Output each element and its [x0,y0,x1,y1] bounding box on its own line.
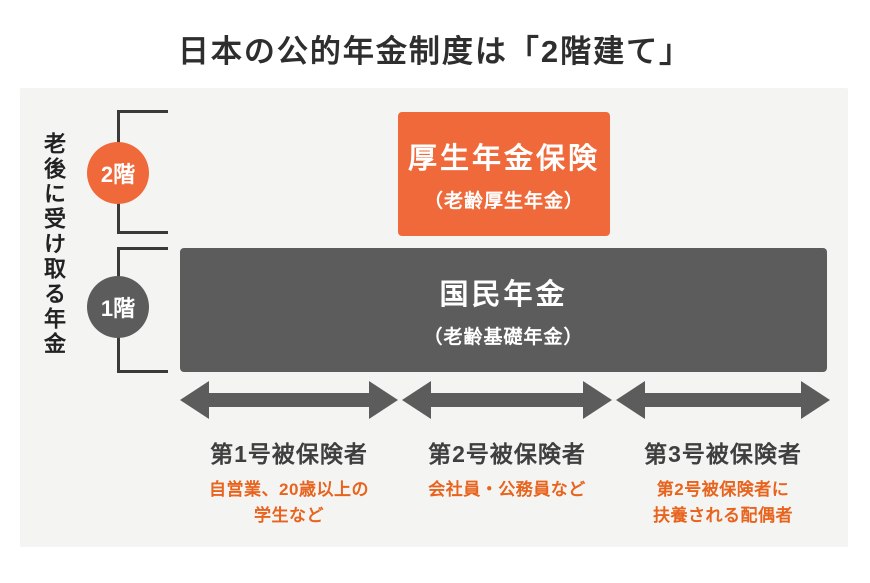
arrow-right-head-icon [583,381,612,419]
double-arrow-icon [180,381,398,419]
category-col-2: 第2号被保険者 会社員・公務員など [402,381,612,503]
kosei-nenkin-subtitle: （老齢厚生年金） [423,191,584,212]
category-col-1: 第1号被保険者 自営業、20歳以上の 学生など [180,381,398,530]
category-3-description: 第2号被保険者に 扶養される配偶者 [653,480,793,526]
arrow-shaft [209,393,369,407]
category-col-3: 第3号被保険者 第2号被保険者に 扶養される配偶者 [616,381,830,530]
arrow-shaft [431,393,583,407]
arrow-left-head-icon [180,381,209,419]
side-axis-label: 老後に受け取る年金 [41,132,66,357]
kosei-nenkin-title: 厚生年金保険 [407,143,600,175]
double-arrow-icon [616,381,830,419]
arrow-right-head-icon [369,381,398,419]
arrow-shaft [645,393,801,407]
kokumin-nenkin-title: 国民年金 [439,279,568,311]
category-1-label: 第1号被保険者 [210,441,368,467]
kosei-nenkin-box: 厚生年金保険 （老齢厚生年金） [398,112,610,236]
floor-2-badge: 2階 [87,142,149,204]
arrow-left-head-icon [402,381,431,419]
category-1-description: 自営業、20歳以上の 学生など [209,480,369,526]
arrow-right-head-icon [801,381,830,419]
kokumin-nenkin-box: 国民年金 （老齢基礎年金） [180,248,827,372]
page-title: 日本の公的年金制度は「2階建て」 [177,34,693,69]
double-arrow-icon [402,381,612,419]
kokumin-nenkin-subtitle: （老齢基礎年金） [423,327,584,348]
category-2-description: 会社員・公務員など [428,480,586,499]
category-3-label: 第3号被保険者 [644,441,802,467]
arrow-left-head-icon [616,381,645,419]
category-2-label: 第2号被保険者 [428,441,586,467]
floor-1-badge: 1階 [87,276,149,338]
